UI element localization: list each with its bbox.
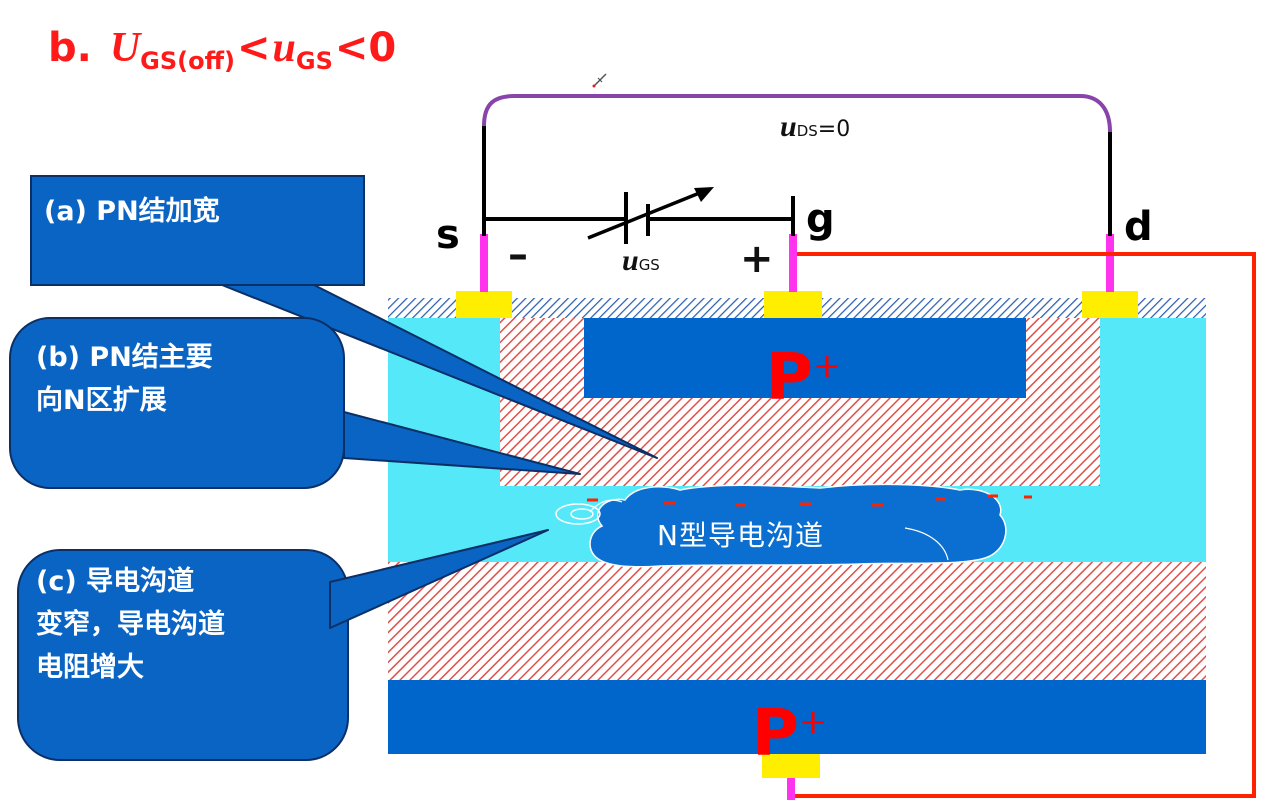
uds-symbol: u (780, 110, 797, 143)
title-ugs-symbol: u (272, 25, 296, 71)
source-terminal-label: s (436, 212, 460, 258)
callout-a-box (30, 175, 365, 286)
circuit-wires (482, 124, 1112, 236)
bottom-p-plus-letter: P (752, 697, 799, 771)
callout-c-box (17, 549, 349, 761)
n-channel-cloud-inner-curve-2 (589, 499, 623, 513)
plus-sign: + (740, 236, 774, 282)
ugs-symbol: u (622, 244, 639, 277)
bottom-depletion-region (388, 562, 1206, 680)
uds-label: uDS=0 (780, 110, 850, 144)
bottom-p-plus-superscript: + (798, 702, 828, 742)
title-ugs-subscript: GS (295, 47, 333, 75)
title-operator-1: < (237, 25, 271, 71)
ugs-label: uGS (622, 244, 660, 278)
title-ugs-off-symbol: U (109, 25, 141, 71)
source-lead (480, 234, 488, 292)
n-channel-swirl-inner (570, 508, 594, 520)
n-channel-cloud-inner-curve (904, 527, 949, 561)
gate-terminal-label: g (806, 196, 835, 242)
callout-b-pointer (343, 411, 581, 475)
n-channel-swirl (555, 503, 601, 525)
bottom-gate-lead (787, 778, 795, 800)
variable-source-arrowhead (694, 187, 714, 202)
drain-lead (1106, 234, 1114, 292)
callout-c-pointer (329, 529, 549, 629)
uds-subscript: DS (796, 122, 818, 140)
top-p-plus-region (584, 318, 1026, 398)
bottom-gate-contact (762, 754, 820, 778)
ugs-subscript: GS (638, 256, 660, 274)
title-prefix: b. (48, 25, 92, 71)
gate-lead (789, 234, 797, 292)
drain-source-short-wire (482, 94, 1112, 133)
bottom-p-plus-label: P+ (752, 690, 827, 766)
variable-source-arrow (587, 190, 703, 240)
callout-b-box (9, 317, 345, 489)
gate-contact (764, 291, 822, 318)
gate-return-wire (795, 252, 1256, 798)
callout-a-text: (a) PN结加宽 (44, 196, 220, 227)
pen-cursor-icon (592, 73, 607, 88)
source-contact (456, 291, 512, 318)
page-title: b. UGS(off)<uGS<0 (48, 18, 398, 91)
drain-contact (1082, 291, 1138, 318)
callout-c-text: (c) 导电沟道 变窄，导电沟道 电阻增大 (36, 566, 225, 683)
drain-terminal-label: d (1124, 204, 1153, 250)
title-operator-2: <0 (334, 25, 397, 71)
n-channel-cloud (589, 483, 1007, 568)
callout-b-text: (b) PN结主要 向N区扩展 (36, 342, 213, 416)
minus-sign: – (508, 232, 528, 278)
title-ugs-off-subscript: GS(off) (140, 47, 236, 75)
top-p-plus-superscript: + (812, 346, 842, 386)
top-p-plus-label: P+ (766, 334, 841, 410)
top-p-plus-letter: P (766, 341, 813, 415)
bottom-p-plus-region (388, 680, 1206, 754)
n-channel-label: N型导电沟道 (657, 519, 824, 552)
uds-value: =0 (817, 117, 851, 142)
